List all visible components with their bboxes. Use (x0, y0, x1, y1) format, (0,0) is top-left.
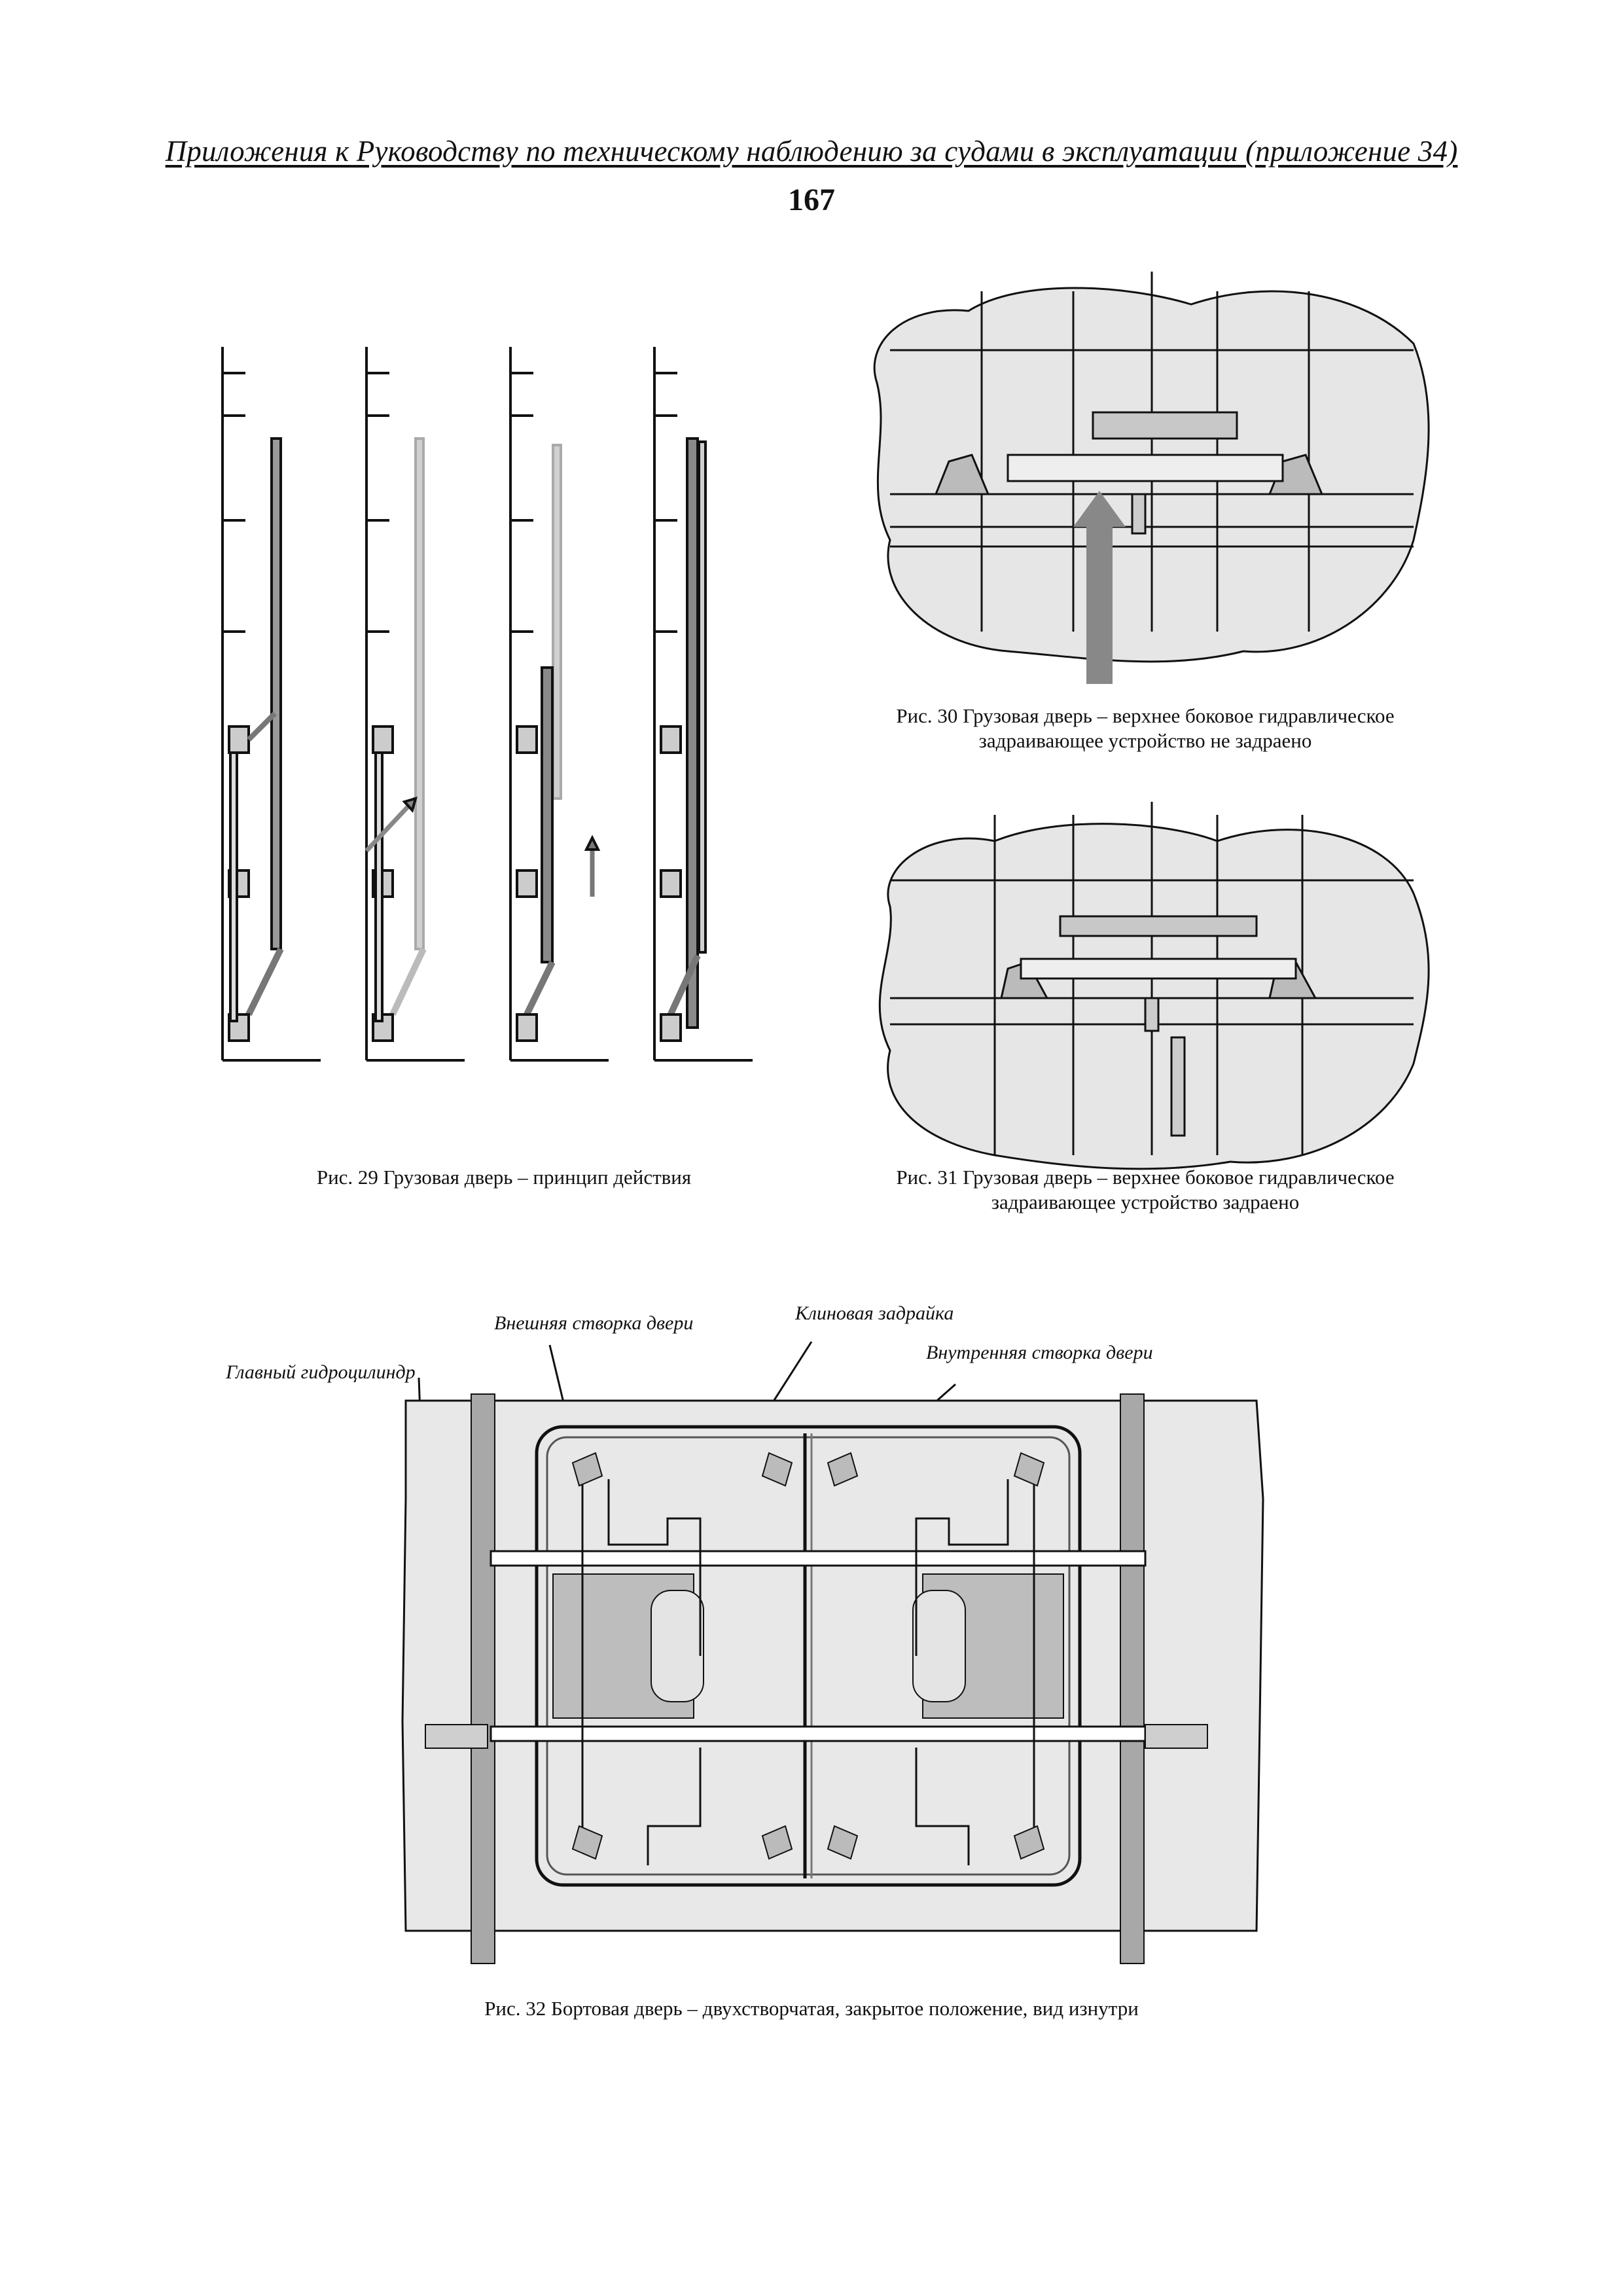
figure-30-caption-line1: Рис. 30 Грузовая дверь – верхнее боковое… (896, 704, 1395, 727)
fig29-stage-1 (221, 347, 321, 1062)
figure-29-caption: Рис. 29 Грузовая дверь – принцип действи… (316, 1166, 692, 1189)
fig29-stage-2 (365, 347, 465, 1062)
figure-31-caption: Рис. 31 Грузовая дверь – верхнее боковое… (831, 1165, 1459, 1215)
running-header: Приложения к Руководству по техническому… (165, 135, 1458, 168)
figure-31-caption-line2: задраивающее устройство задраено (991, 1191, 1300, 1213)
figure-30-caption-line2: задраивающее устройство не задраено (978, 729, 1312, 752)
fig29-stage-3 (509, 347, 609, 1062)
label-main-cylinder: Главный гидроцилиндр (226, 1361, 416, 1383)
label-inner-leaf: Внутренняя створка двери (926, 1342, 1153, 1363)
label-outer-leaf: Внешняя створка двери (494, 1312, 694, 1334)
figure-32-diagram (401, 1341, 1264, 1964)
figure-30-caption: Рис. 30 Грузовая дверь – верхнее боковое… (831, 704, 1459, 753)
figure-31-caption-line1: Рис. 31 Грузовая дверь – верхнее боковое… (896, 1166, 1395, 1189)
figure-29-diagram (221, 347, 753, 1062)
figure-30-diagram (873, 272, 1430, 684)
figure-32-caption: Рис. 32 Бортовая дверь – двухстворчатая,… (484, 1997, 1139, 2020)
page-number: 167 (788, 183, 835, 217)
label-wedge-cleat: Клиновая задрайка (795, 1302, 954, 1324)
fig29-stage-4 (653, 347, 753, 1062)
figure-31-diagram (878, 802, 1430, 1170)
